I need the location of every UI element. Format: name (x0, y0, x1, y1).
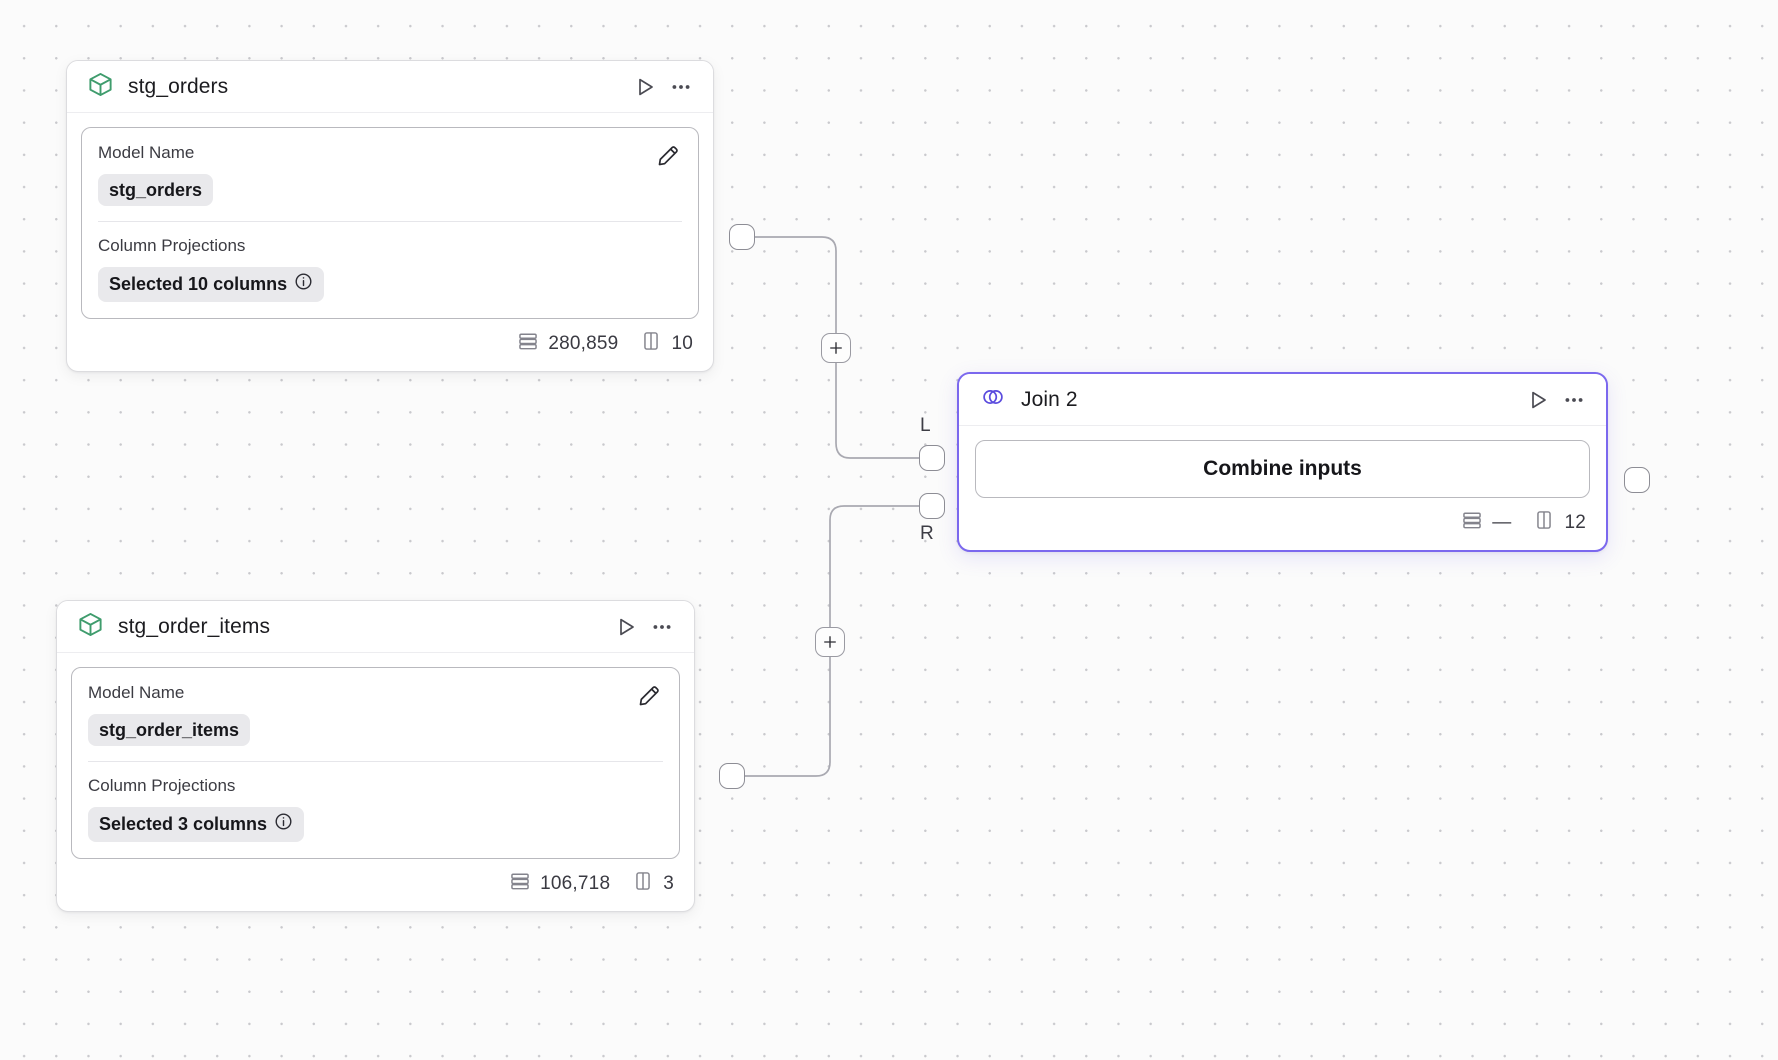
run-icon[interactable] (612, 613, 640, 641)
rows-stat: — (1461, 509, 1511, 537)
more-options-icon[interactable] (648, 613, 676, 641)
cube-icon (87, 71, 114, 103)
more-options-icon[interactable] (667, 73, 695, 101)
columns-icon (640, 330, 662, 358)
rows-value: 280,859 (548, 332, 619, 354)
cube-icon (77, 611, 104, 643)
model-name-chip[interactable]: stg_orders (98, 173, 214, 207)
model-name-row: Model Name stg_order_items (88, 682, 663, 747)
node-footer: 280,859 10 (67, 319, 713, 371)
node-body: Combine inputs (959, 426, 1606, 498)
field-divider (98, 221, 682, 223)
model-config-box: Model Name stg_order_items Column Projec… (71, 667, 680, 859)
column-projections-row: Column Projections Selected 10 columns (98, 235, 682, 302)
column-projections-row: Column Projections Selected 3 columns (88, 775, 663, 842)
model-name-row: Model Name stg_orders (98, 142, 682, 207)
node-title: stg_orders (128, 74, 229, 98)
node-stg-orders[interactable]: stg_orders Model Name s (66, 60, 714, 372)
columns-icon (1533, 509, 1555, 537)
column-projections-value: Selected 3 columns (99, 814, 268, 835)
rows-stat: 106,718 (509, 870, 610, 898)
columns-stat: 12 (1533, 509, 1586, 537)
model-name-chip[interactable]: stg_order_items (88, 713, 251, 747)
node-title: Join 2 (1021, 387, 1078, 411)
node-header[interactable]: Join 2 (959, 374, 1606, 426)
edge-insert-button-top[interactable] (821, 333, 851, 363)
column-projections-chip[interactable]: Selected 3 columns (88, 807, 305, 842)
output-port-join-2[interactable] (1624, 467, 1650, 493)
node-footer: 106,718 3 (57, 859, 694, 911)
columns-stat: 10 (640, 330, 693, 358)
column-projections-chip[interactable]: Selected 10 columns (98, 267, 325, 302)
node-header[interactable]: stg_order_items (57, 601, 694, 653)
edit-pencil-icon[interactable] (654, 142, 682, 170)
columns-value: 10 (671, 332, 693, 354)
output-port-stg-orders[interactable] (729, 224, 755, 250)
node-join-2[interactable]: Join 2 Combine inputs (957, 372, 1608, 552)
field-divider (88, 761, 663, 763)
combine-inputs-button[interactable]: Combine inputs (975, 440, 1590, 498)
rows-value: 106,718 (540, 872, 611, 894)
model-name-label: Model Name (88, 683, 185, 702)
input-port-label-right: R (920, 523, 934, 544)
rows-value: — (1492, 512, 1512, 533)
node-body: Model Name stg_orders Column Projections (67, 113, 713, 319)
run-icon[interactable] (1524, 386, 1552, 414)
rows-icon (509, 870, 531, 898)
columns-value: 12 (1564, 512, 1586, 533)
edge-insert-button-bottom[interactable] (815, 627, 845, 657)
info-icon[interactable] (274, 812, 293, 837)
input-port-label-left: L (920, 415, 931, 436)
input-port-left[interactable] (919, 445, 945, 471)
columns-icon (632, 870, 654, 898)
node-title: stg_order_items (118, 614, 271, 638)
model-config-box: Model Name stg_orders Column Projections (81, 127, 699, 319)
output-port-stg-order-items[interactable] (719, 763, 745, 789)
run-icon[interactable] (631, 73, 659, 101)
node-stg-order-items[interactable]: stg_order_items Model Name (56, 600, 695, 912)
more-options-icon[interactable] (1560, 386, 1588, 414)
column-projections-label: Column Projections (98, 236, 246, 256)
rows-icon (517, 330, 539, 358)
column-projections-value: Selected 10 columns (109, 274, 288, 295)
node-footer: — 12 (959, 498, 1606, 550)
columns-value: 3 (663, 872, 674, 894)
node-header[interactable]: stg_orders (67, 61, 713, 113)
rows-stat: 280,859 (517, 330, 618, 358)
column-projections-label: Column Projections (88, 776, 236, 796)
info-icon[interactable] (294, 272, 313, 297)
venn-icon (979, 383, 1007, 416)
rows-icon (1461, 509, 1483, 537)
input-port-right[interactable] (919, 493, 945, 519)
model-name-label: Model Name (98, 143, 195, 162)
edit-pencil-icon[interactable] (635, 682, 663, 710)
columns-stat: 3 (632, 870, 674, 898)
node-body: Model Name stg_order_items Column Projec… (57, 653, 694, 859)
